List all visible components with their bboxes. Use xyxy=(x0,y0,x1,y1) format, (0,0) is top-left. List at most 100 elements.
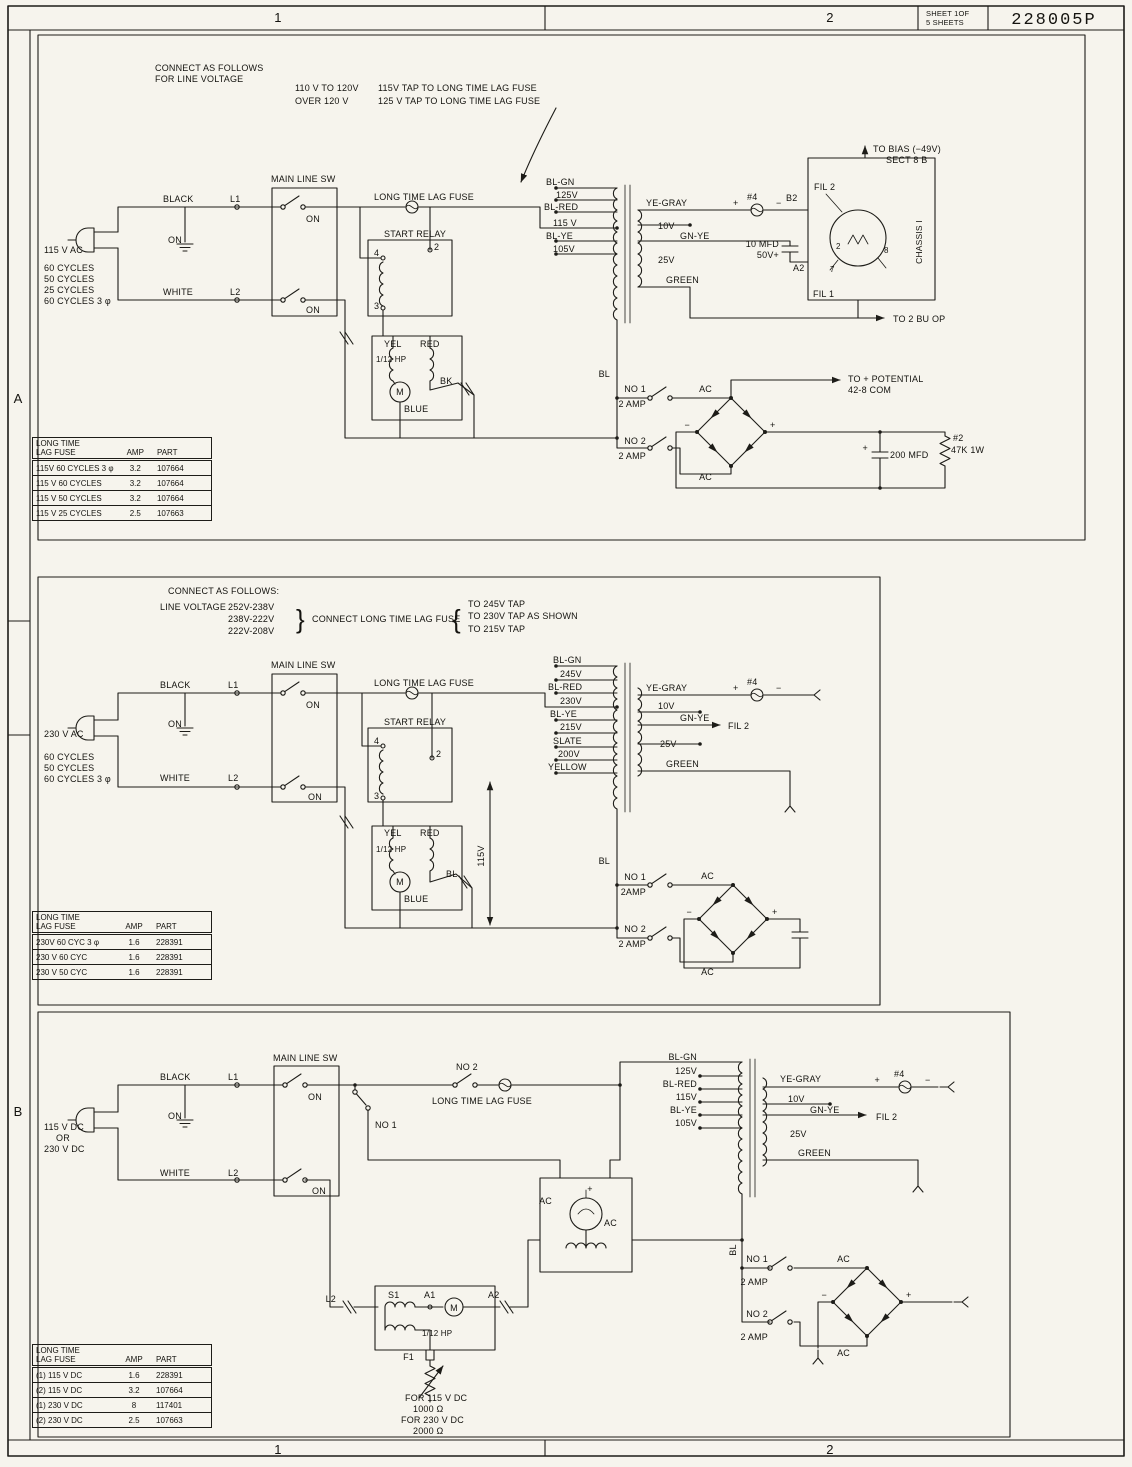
schematic-label: BLUE xyxy=(404,894,428,904)
schematic-label: L1 xyxy=(230,194,240,204)
fuse-table-cell: 3.2 xyxy=(116,475,154,491)
fuse-table-cell: 228391 xyxy=(153,949,212,965)
fuse-table-cell: 3.2 xyxy=(116,459,154,476)
relay-contact-no1 xyxy=(647,386,673,401)
schematic-label: CHASSIS I xyxy=(914,220,924,264)
schematic-label: B2 xyxy=(786,193,797,203)
schematic-label: 1/12 HP xyxy=(422,1329,452,1338)
schematic-label: 230 V DC xyxy=(44,1144,85,1154)
fuse-table-cell: 228391 xyxy=(153,1366,212,1383)
schematic-label: 238V-222V xyxy=(228,614,274,624)
schematic-label: A2 xyxy=(793,263,804,273)
schematic-label: ON xyxy=(308,792,322,802)
schematic-label: 215V xyxy=(560,722,582,732)
schematic-label: 4 xyxy=(374,248,379,258)
schematic-label: 60 CYCLES 3 φ xyxy=(44,774,111,784)
fuse-table-cell: 107664 xyxy=(153,459,212,476)
schematic-label: BL-GN xyxy=(668,1052,697,1062)
schematic-label: ON xyxy=(168,719,182,729)
schematic-label: 230V xyxy=(560,696,582,706)
fuse-symbol xyxy=(750,688,764,702)
schematic-label: FIL 1 xyxy=(813,289,834,299)
schematic-label: + xyxy=(772,907,777,917)
motor-winding xyxy=(384,1301,416,1331)
schematic-label: WHITE xyxy=(160,773,190,783)
schematic-label: NO 1 xyxy=(624,872,646,882)
main-line-switch-box xyxy=(271,673,338,803)
schematic-label: 115V xyxy=(476,845,486,866)
schematic-label: + xyxy=(770,420,775,430)
schematic-label: L2 xyxy=(230,287,240,297)
schematic-label: YEL xyxy=(384,339,402,349)
relay-contact-no1 xyxy=(767,1256,793,1271)
schematic-label: 3 xyxy=(374,301,379,311)
fuse-table-cell: 230V 60 CYC 3 φ xyxy=(32,933,115,950)
schematic-label: 25 CYCLES xyxy=(44,285,94,295)
schematic-label: BL xyxy=(728,1244,738,1255)
fuse-table-cell: 2.5 xyxy=(115,1412,153,1428)
open-connector xyxy=(912,1177,924,1193)
schematic-label: BK xyxy=(440,376,452,386)
schematic-label: FIL 2 xyxy=(876,1112,897,1122)
open-connector xyxy=(939,1081,955,1093)
transformer-secondary xyxy=(637,209,643,288)
fuse-table-cell: 107663 xyxy=(153,505,212,521)
open-connector xyxy=(784,797,796,813)
fuse-table-cell: 115 V 25 CYCLES xyxy=(32,505,117,521)
fuse-table-cell: 115 V 60 CYCLES xyxy=(32,475,117,491)
schematic-label: 47K 1W xyxy=(951,445,985,455)
fuse-table-cell: 117401 xyxy=(153,1397,212,1413)
schematic-label: 222V-208V xyxy=(228,626,274,636)
start-relay-box xyxy=(367,239,453,317)
schematic-label: 2AMP xyxy=(621,887,646,897)
contact-no2 xyxy=(452,1073,478,1088)
fuse-table-header: LONG TIME LAG FUSE xyxy=(32,1344,115,1368)
fuse-table-cell: 230 V 60 CYC xyxy=(32,949,115,965)
switch-symbol xyxy=(280,195,306,210)
zone-bottom-2: 2 xyxy=(826,1442,833,1457)
schematic-label: 2 AMP xyxy=(618,451,646,461)
fuse-table-cell: 107664 xyxy=(153,1382,212,1398)
schematic-label: 1/12 HP xyxy=(376,355,406,364)
relay-coil xyxy=(378,749,384,795)
schematic-label: 230 V AC xyxy=(44,729,84,739)
fuse-table-cell: 115V 60 CYCLES 3 φ xyxy=(32,459,117,476)
connector-symbol xyxy=(339,331,354,345)
fuse-table-header: PART xyxy=(153,1344,212,1368)
relay-coil xyxy=(378,261,384,307)
schematic-label: 10 MFD xyxy=(746,239,780,249)
schematic-label: ON xyxy=(306,214,320,224)
ground-symbol xyxy=(176,727,194,736)
zone-left-a: A xyxy=(14,391,23,406)
schematic-label: CONNECT AS FOLLOWS: xyxy=(168,586,279,596)
schematic-label: CONNECT LONG TIME LAG FUSE xyxy=(312,614,460,624)
schematic-label: LINE VOLTAGE xyxy=(160,602,226,612)
schematic-label: 4 xyxy=(374,736,379,746)
schematic-label: BL-RED xyxy=(548,682,583,692)
schematic-label: FIL 2 xyxy=(728,721,749,731)
switch-symbol xyxy=(280,288,306,303)
section-a-border xyxy=(37,34,1086,541)
start-relay-box xyxy=(367,727,453,803)
schematic-label: AC xyxy=(701,871,714,881)
schematic-label: 2 xyxy=(836,242,841,251)
schematic-label: BLACK xyxy=(160,680,191,690)
schematic-label: 3 xyxy=(374,791,379,801)
schematic-label: 115V TAP TO LONG TIME LAG FUSE xyxy=(378,83,537,93)
relay-contact-no2 xyxy=(647,926,673,941)
schematic-label: F1 xyxy=(403,1352,414,1362)
schematic-label: + xyxy=(733,198,738,208)
rotary-converter-symbol xyxy=(569,1197,603,1231)
schematic-label: − xyxy=(776,683,781,693)
schematic-label: BL-GN xyxy=(553,655,582,665)
open-connector xyxy=(812,1349,824,1365)
schematic-label: + xyxy=(906,1290,911,1300)
